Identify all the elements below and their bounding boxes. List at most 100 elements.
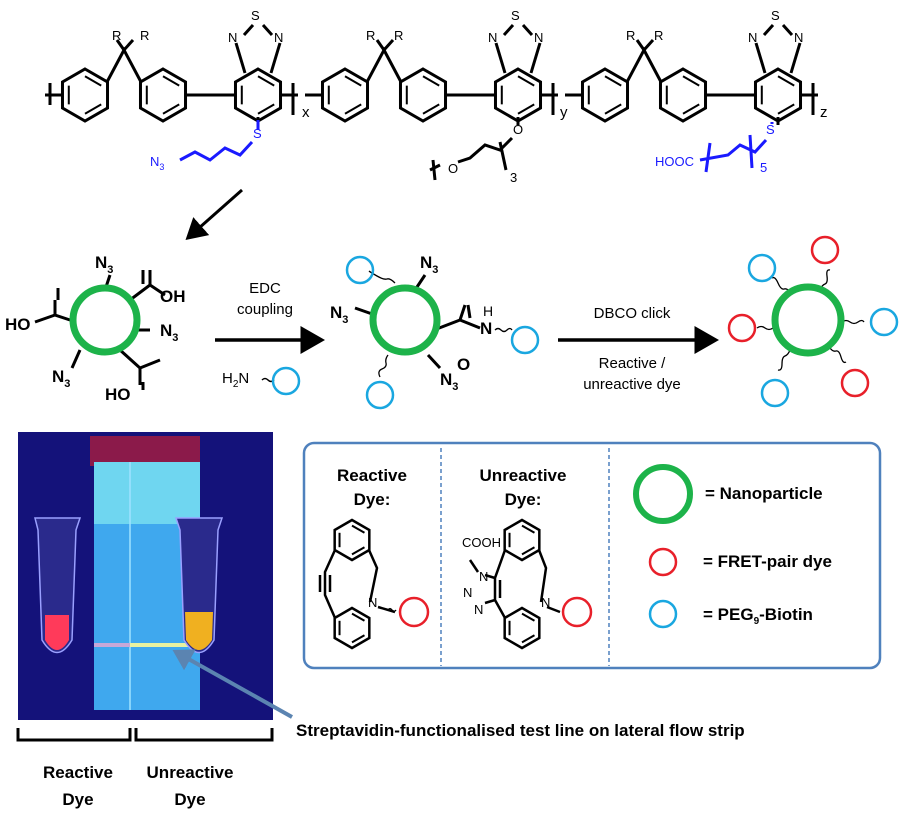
s-label: S — [251, 8, 260, 23]
fret-dye-icon — [398, 596, 430, 628]
ho-label: HO — [5, 315, 31, 334]
edc-label: coupling — [237, 301, 293, 318]
n3-label: N3 — [160, 321, 178, 344]
peg-biotin-icon — [510, 325, 540, 355]
peg-o: O — [448, 161, 458, 176]
nanoparticle-icon — [69, 284, 141, 356]
double-bond — [344, 75, 362, 87]
acid-s: S — [766, 122, 775, 137]
legend-nanoparticle-label: = Nanoparticle — [705, 484, 823, 503]
double-bond — [84, 75, 102, 87]
amide-n: N — [480, 319, 492, 338]
double-bond — [521, 546, 535, 556]
peg-biotin-icon — [760, 378, 790, 408]
double-bond — [351, 546, 365, 556]
thiadiazole-bonds — [494, 23, 542, 74]
double-bond — [521, 524, 535, 534]
peg-biotin-icon — [345, 255, 375, 285]
n-label: N — [274, 30, 283, 45]
cyclooctyne-bonds — [318, 549, 396, 619]
repeat-x: x — [302, 104, 310, 121]
double-bond — [257, 103, 275, 115]
double-bond — [422, 103, 440, 115]
s-label: S — [511, 8, 520, 23]
double-bond — [604, 103, 622, 115]
r-label: R — [366, 28, 375, 43]
dye-label: unreactive dye — [583, 376, 681, 393]
unreactive-dye-title: Unreactive — [480, 466, 567, 485]
fluorene-bridge — [625, 46, 663, 83]
legend-fret-dye-icon — [648, 547, 678, 577]
ho-label: HO — [105, 385, 131, 404]
r-label: R — [394, 28, 403, 43]
legend-box: Reactive Dye: Unreactive Dye: N N COOH N… — [302, 441, 882, 670]
double-bond — [682, 103, 700, 115]
unreactive-dye-label: Dye — [174, 790, 205, 809]
fret-dye-icon — [561, 596, 593, 628]
n3-label: N3 — [420, 253, 438, 276]
dbco-ring — [503, 518, 541, 562]
edc-label: EDC — [249, 280, 281, 297]
reactive-dye-title: Dye: — [354, 490, 391, 509]
double-bond — [84, 103, 102, 115]
photo-brackets — [16, 728, 274, 742]
double-bond — [351, 524, 365, 534]
double-bond — [351, 612, 365, 622]
test-line-pointer-arrow — [172, 649, 293, 719]
test-line-caption: Streptavidin-functionalised test line on… — [296, 721, 745, 740]
azide-carboxyl-nanoparticle: N3 OH N3 HO N3 HO — [5, 253, 186, 404]
n3-label: N3 — [330, 303, 348, 326]
acid-hooc: HOOC — [655, 154, 694, 169]
nanoparticle-icon — [771, 283, 845, 357]
n-label: N — [534, 30, 543, 45]
n-label: N — [474, 602, 483, 617]
r-label: R — [140, 28, 149, 43]
double-bond — [422, 75, 440, 87]
reactive-dye-title: Reactive — [337, 466, 407, 485]
wavy-linker — [387, 607, 397, 613]
double-bond — [521, 612, 535, 622]
double-bond — [162, 103, 180, 115]
double-bond — [351, 634, 365, 644]
reactive-dye-label: Reactive — [43, 763, 113, 782]
cooh-label: COOH — [462, 535, 501, 550]
amide-h: H — [483, 303, 493, 319]
reactive-dye-label: Dye — [62, 790, 93, 809]
legend-nanoparticle-icon — [633, 464, 693, 524]
n3-label: N3 — [52, 367, 70, 390]
fret-dye-icon — [810, 235, 840, 265]
intermediate-nanoparticle: N3 N3 N3 H N O — [330, 253, 540, 410]
n3-label: N3 — [440, 370, 458, 393]
polymer-structure — [45, 23, 818, 125]
r-bond — [375, 38, 395, 52]
double-bond — [162, 75, 180, 87]
n-label: N — [541, 595, 550, 610]
polymer-side-chains — [179, 120, 774, 181]
repeat-z: z — [820, 104, 828, 121]
double-bond — [777, 103, 795, 115]
n-label: N — [368, 595, 377, 610]
azide-n3: N3 — [150, 154, 164, 172]
unreactive-dye-label: Unreactive — [147, 763, 234, 782]
double-bond — [777, 75, 795, 87]
legend-peg-biotin-label: = PEG9-Biotin — [703, 605, 813, 627]
unreactive-dye-title: Dye: — [505, 490, 542, 509]
double-bond — [344, 103, 362, 115]
legend-peg-biotin-icon — [648, 599, 678, 629]
thiadiazole-bonds — [754, 23, 802, 74]
thiadiazole-bonds — [234, 23, 282, 74]
legend-fret-dye-label: = FRET-pair dye — [703, 552, 832, 571]
amine-label: H2N — [222, 370, 249, 390]
r-bond — [635, 38, 655, 52]
s-label: S — [771, 8, 780, 23]
n-label: N — [794, 30, 803, 45]
fret-dye-icon — [840, 368, 870, 398]
reaction-arrow — [185, 188, 243, 240]
double-bond — [521, 634, 535, 644]
oh-label: OH — [160, 287, 186, 306]
double-bond — [257, 75, 275, 87]
fret-dye-icon — [727, 313, 757, 343]
peg-biotin-icon — [747, 253, 777, 283]
test-line-unreactive — [130, 643, 200, 647]
